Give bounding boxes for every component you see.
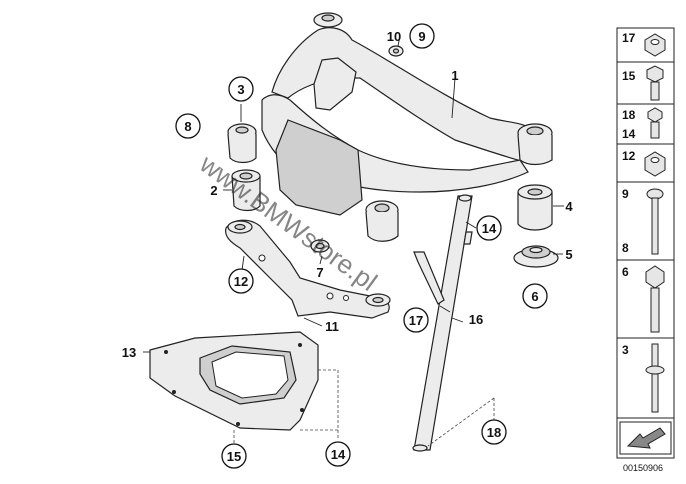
- legend-label: 15: [622, 69, 636, 83]
- callout-text: 18: [487, 425, 501, 440]
- callout-text: 7: [316, 265, 323, 280]
- callout-text: 12: [234, 274, 248, 289]
- callout-text: 9: [418, 29, 425, 44]
- bushing-7[interactable]: [310, 239, 330, 253]
- callout-1: 1: [451, 68, 458, 83]
- callout-7: 7: [316, 265, 323, 280]
- bolt-icon: [646, 65, 664, 101]
- legend-label: 12: [622, 149, 636, 163]
- nut-icon: [644, 151, 666, 177]
- axle-carrier[interactable]: [227, 12, 553, 242]
- callout-text: 8: [184, 119, 191, 134]
- callout-10: 10: [387, 29, 401, 44]
- strut-bar[interactable]: [412, 194, 473, 452]
- legend-row-18-14: 18 14: [622, 107, 663, 141]
- diagram-code: 00150906: [623, 463, 663, 473]
- callout-text: 14: [331, 447, 346, 462]
- leader-lines: [143, 35, 564, 447]
- callout-4: 4: [565, 199, 573, 214]
- legend-label: 14: [622, 127, 636, 141]
- callout-2: 2: [210, 183, 217, 198]
- callout-14-top: 14: [476, 215, 502, 241]
- callout-11: 11: [325, 319, 339, 334]
- callout-text: 3: [237, 82, 244, 97]
- callout-text: 1: [451, 68, 458, 83]
- callout-text: 15: [227, 449, 241, 464]
- legend-row-9-8: 9 8: [622, 187, 664, 255]
- callout-text: 6: [531, 289, 538, 304]
- direction-arrow-icon: [619, 421, 672, 455]
- callout-14-bottom: 14: [325, 441, 351, 467]
- legend-row-17: 17: [622, 31, 666, 57]
- bushing-2[interactable]: [231, 169, 261, 212]
- callout-text: 5: [565, 247, 572, 262]
- legend-label: 3: [622, 343, 629, 357]
- callout-16: 16: [469, 312, 483, 327]
- hex-bolt-icon: [645, 265, 665, 333]
- callout-text: 17: [409, 313, 423, 328]
- under-shield[interactable]: [149, 331, 319, 431]
- callout-5: 5: [565, 247, 572, 262]
- legend-label: 18: [622, 108, 636, 122]
- long-bolt-icon: [646, 188, 664, 255]
- legend-label: 6: [622, 265, 629, 279]
- bushing-4[interactable]: [517, 184, 553, 231]
- callout-text: 4: [565, 199, 573, 214]
- callout-13: 13: [122, 345, 136, 360]
- callout-3: 3: [228, 76, 254, 102]
- legend-label: 17: [622, 31, 636, 45]
- legend-row-3: 3: [622, 343, 665, 413]
- washer-10[interactable]: [388, 45, 404, 57]
- callout-8: 8: [175, 113, 201, 139]
- legend-row-6: 6: [622, 265, 665, 333]
- callout-text: 10: [387, 29, 401, 44]
- parts-legend: 17 15 18 14 12 9: [616, 27, 675, 459]
- legend-label: 9: [622, 187, 629, 201]
- stud-bolt-icon: [645, 343, 665, 413]
- callout-text: 14: [482, 221, 497, 236]
- legend-label: 8: [622, 241, 629, 255]
- callout-text: 2: [210, 183, 217, 198]
- bracket-16[interactable]: [413, 251, 445, 305]
- callout-text: 13: [122, 345, 136, 360]
- legend-row-15: 15: [622, 65, 664, 101]
- screw-icon: [647, 107, 663, 139]
- callout-12: 12: [228, 268, 254, 294]
- washer-5[interactable]: [513, 245, 559, 268]
- callout-text: 16: [469, 312, 483, 327]
- callout-15: 15: [221, 443, 247, 469]
- callout-9: 9: [409, 23, 435, 49]
- callout-18: 18: [481, 419, 507, 445]
- lower-arm[interactable]: [225, 219, 391, 319]
- legend-row-12: 12: [622, 149, 666, 177]
- callout-text: 11: [325, 319, 339, 334]
- callout-6: 6: [522, 283, 548, 309]
- callout-17: 17: [403, 307, 429, 333]
